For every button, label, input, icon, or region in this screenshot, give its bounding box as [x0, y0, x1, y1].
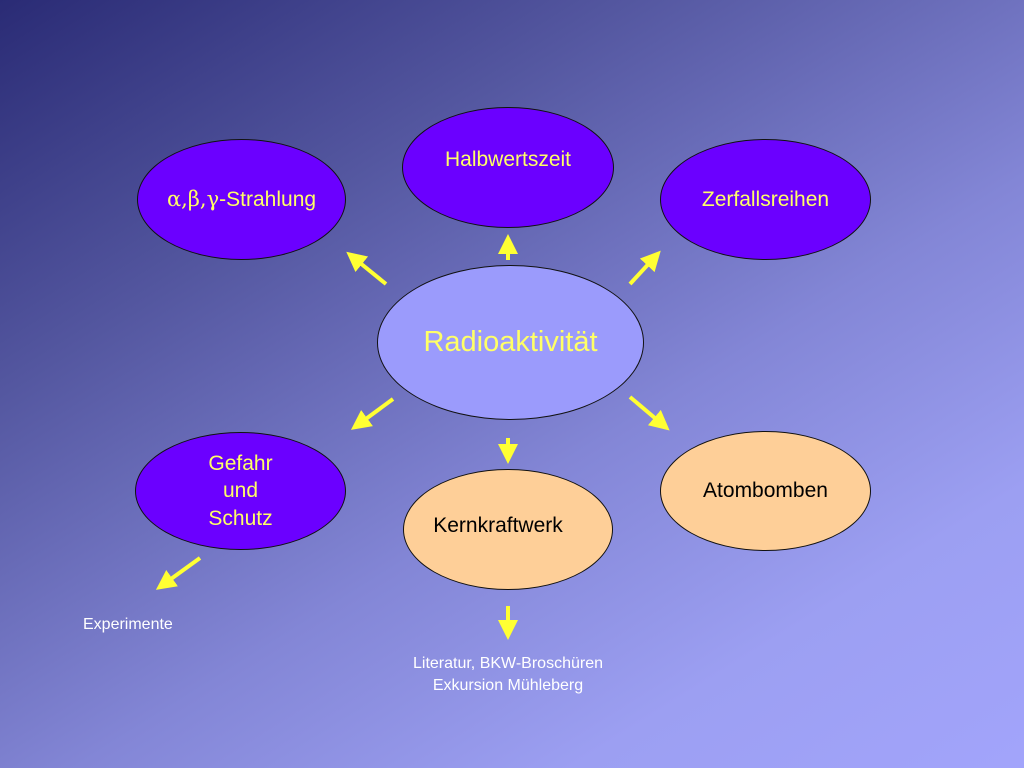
strahlung-label: α,β,γ-Strahlung	[167, 186, 316, 213]
arrow-to-gefahr	[350, 397, 395, 430]
halbwertszeit-label: Halbwertszeit	[444, 147, 572, 171]
zerfallsreihen-label: Zerfallsreihen	[701, 187, 830, 211]
atombomben-label: Atombomben	[703, 479, 828, 503]
greek-letters: α,β,γ	[166, 186, 220, 211]
strahlung-text: -Strahlung	[219, 187, 317, 211]
note-literatur: Literatur, BKW-Broschüren Exkursion Mühl…	[378, 653, 638, 698]
node-gefahr-und-schutz: Gefahr und Schutz	[135, 432, 346, 550]
node-radioaktivitaet: Radioaktivität	[377, 265, 644, 420]
arrow-to-zerfallsreihen	[628, 250, 661, 286]
arrow-to-experimente	[155, 556, 202, 590]
node-atombomben: Atombomben	[660, 431, 871, 551]
note-literatur-line1: Literatur, BKW-Broschüren	[412, 655, 603, 672]
note-experimente: Experimente	[83, 616, 173, 633]
arrow-to-atombomben	[628, 395, 670, 431]
node-kernkraftwerk: Kernkraftwerk	[403, 469, 613, 590]
node-strahlung: α,β,γ-Strahlung	[137, 139, 346, 260]
node-zerfallsreihen: Zerfallsreihen	[660, 139, 871, 260]
arrow-to-strahlung	[346, 251, 388, 286]
note-literatur-line2: Exkursion Mühleberg	[432, 677, 584, 695]
kernkraftwerk-label: Kernkraftwerk	[433, 513, 563, 537]
gefahr-label: Gefahr und Schutz	[208, 452, 273, 530]
center-label: Radioaktivität	[423, 325, 598, 358]
node-halbwertszeit: Halbwertszeit	[402, 107, 614, 228]
